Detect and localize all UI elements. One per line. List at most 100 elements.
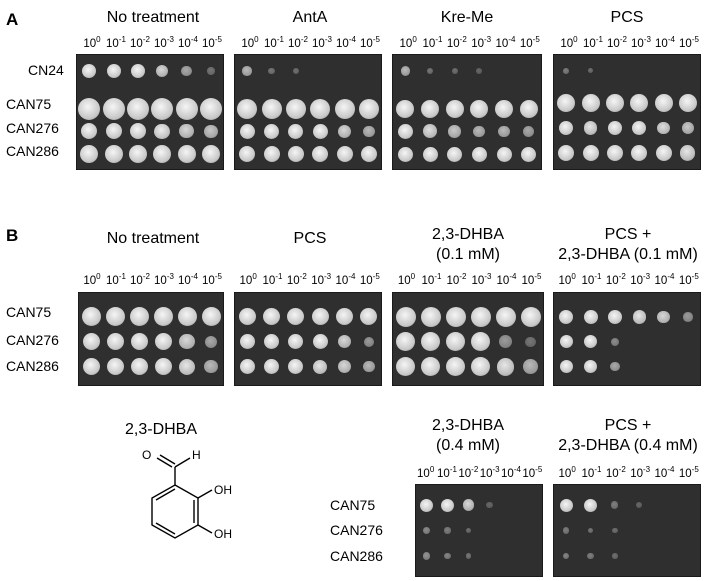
dilution-exponent: -5 xyxy=(691,465,699,474)
dilution-exponent: -2 xyxy=(459,272,467,281)
dilution-exponent: 0 xyxy=(96,272,101,281)
colony-spot xyxy=(81,123,98,140)
colony-spot xyxy=(285,98,306,119)
dilution-label: 10-5 xyxy=(202,272,222,287)
dilution-base: 10 xyxy=(106,275,119,287)
dilution-base: 10 xyxy=(83,275,97,287)
dilution-label: 100 xyxy=(398,272,415,287)
dilution-label: 10-1 xyxy=(422,272,442,287)
dilution-label: 10-5 xyxy=(360,35,380,50)
colony-spot xyxy=(177,145,196,164)
dilution-base: 10 xyxy=(154,275,167,287)
dilution-base: 10 xyxy=(471,38,484,50)
dilution-label: 10-2 xyxy=(607,35,627,50)
colony-spot xyxy=(360,146,377,163)
dilution-label: 10-4 xyxy=(501,465,521,480)
dilution-exponent: -3 xyxy=(492,465,500,474)
benzene-ring xyxy=(151,454,213,539)
dilution-label: 10-3 xyxy=(630,272,650,287)
dilution-base: 10 xyxy=(83,38,97,50)
dilution-label: 10-3 xyxy=(480,465,500,480)
colony-spot xyxy=(587,552,594,560)
plate-a-kre-me xyxy=(392,54,542,170)
dilution-base: 10 xyxy=(106,38,119,50)
panel-b-title-4b: 2,3-DHBA (0.1 mM) xyxy=(558,246,698,263)
colony-spot xyxy=(311,308,329,326)
colony-spot xyxy=(288,334,304,350)
dilution-exponent: -2 xyxy=(459,35,467,44)
dilution-exponent: -2 xyxy=(618,272,626,281)
atom-h: H xyxy=(192,448,201,462)
atom-oh-1: OH xyxy=(214,483,232,497)
colony-spot xyxy=(362,360,375,373)
dilution-exponent: -4 xyxy=(513,465,521,474)
colony-spot xyxy=(612,527,618,534)
colony-spot xyxy=(562,552,570,560)
colony-spot xyxy=(446,332,465,352)
dilution-base: 10 xyxy=(130,38,143,50)
colony-spot xyxy=(396,99,415,118)
colony-spot xyxy=(632,310,646,324)
colony-spot xyxy=(447,146,463,162)
dilution-label: 10-2 xyxy=(606,272,626,287)
colony-spot xyxy=(363,336,374,347)
colony-spot xyxy=(582,145,599,162)
colony-spot xyxy=(473,125,486,138)
colony-spot xyxy=(584,335,597,349)
dilution-label: 100 xyxy=(560,35,577,50)
dilution-base: 10 xyxy=(679,38,692,50)
dilution-label: 10-1 xyxy=(437,465,457,480)
colony-spot xyxy=(563,527,570,534)
colony-spot xyxy=(519,99,538,118)
colony-spot xyxy=(678,93,697,112)
dilution-base: 10 xyxy=(479,468,493,480)
dilution-label: 100 xyxy=(417,465,434,480)
colony-spot xyxy=(421,99,439,118)
panel-a-strain-can75: CAN75 xyxy=(6,96,52,112)
dilution-base: 10 xyxy=(581,468,595,480)
plate-b-pcs xyxy=(234,292,382,386)
dilution-exponent: -2 xyxy=(619,35,627,44)
panel-a-letter: A xyxy=(6,10,19,29)
dilution-exponent: -3 xyxy=(642,272,651,281)
dilution-exponent: -2 xyxy=(618,465,626,474)
dilution-label: 10-3 xyxy=(630,465,650,480)
plate-b-pcs-dhba-01 xyxy=(553,292,701,386)
dilution-exponent: 0 xyxy=(96,35,101,44)
colony-spot xyxy=(557,93,576,112)
dilution-exponent: -1 xyxy=(118,272,126,281)
dilution-exponent: -4 xyxy=(348,272,356,281)
colony-spot xyxy=(153,145,172,164)
colony-spot xyxy=(523,359,538,374)
dilution-exponent: -3 xyxy=(483,35,492,44)
colony-spot xyxy=(360,308,378,326)
dilution-base: 10 xyxy=(654,275,668,287)
plate-a-pcs xyxy=(553,54,701,170)
dilution-exponent: -2 xyxy=(142,272,150,281)
dilution-exponent: -2 xyxy=(471,465,479,474)
colony-spot xyxy=(178,358,196,375)
dilution-base: 10 xyxy=(335,275,349,287)
colony-spot xyxy=(126,97,149,120)
dilution-exponent: -1 xyxy=(275,272,283,281)
panel-b-title-1: No treatment xyxy=(106,230,200,247)
colony-spot xyxy=(605,93,624,112)
colony-spot xyxy=(204,335,218,348)
colony-spot xyxy=(610,361,620,372)
colony-spot xyxy=(423,124,437,139)
atom-oh-2: OH xyxy=(214,527,232,541)
dilution-exponent: -3 xyxy=(643,35,651,44)
colony-spot xyxy=(263,146,280,163)
colony-spot xyxy=(128,145,147,164)
colony-spot xyxy=(681,122,694,134)
colony-spot xyxy=(204,124,218,139)
colony-spot xyxy=(583,121,598,135)
colony-spot xyxy=(312,123,328,139)
dilution-label: 10-2 xyxy=(130,35,150,50)
dilution-base: 10 xyxy=(558,275,572,287)
dilution-base: 10 xyxy=(558,468,572,480)
colony-spot xyxy=(292,67,299,74)
